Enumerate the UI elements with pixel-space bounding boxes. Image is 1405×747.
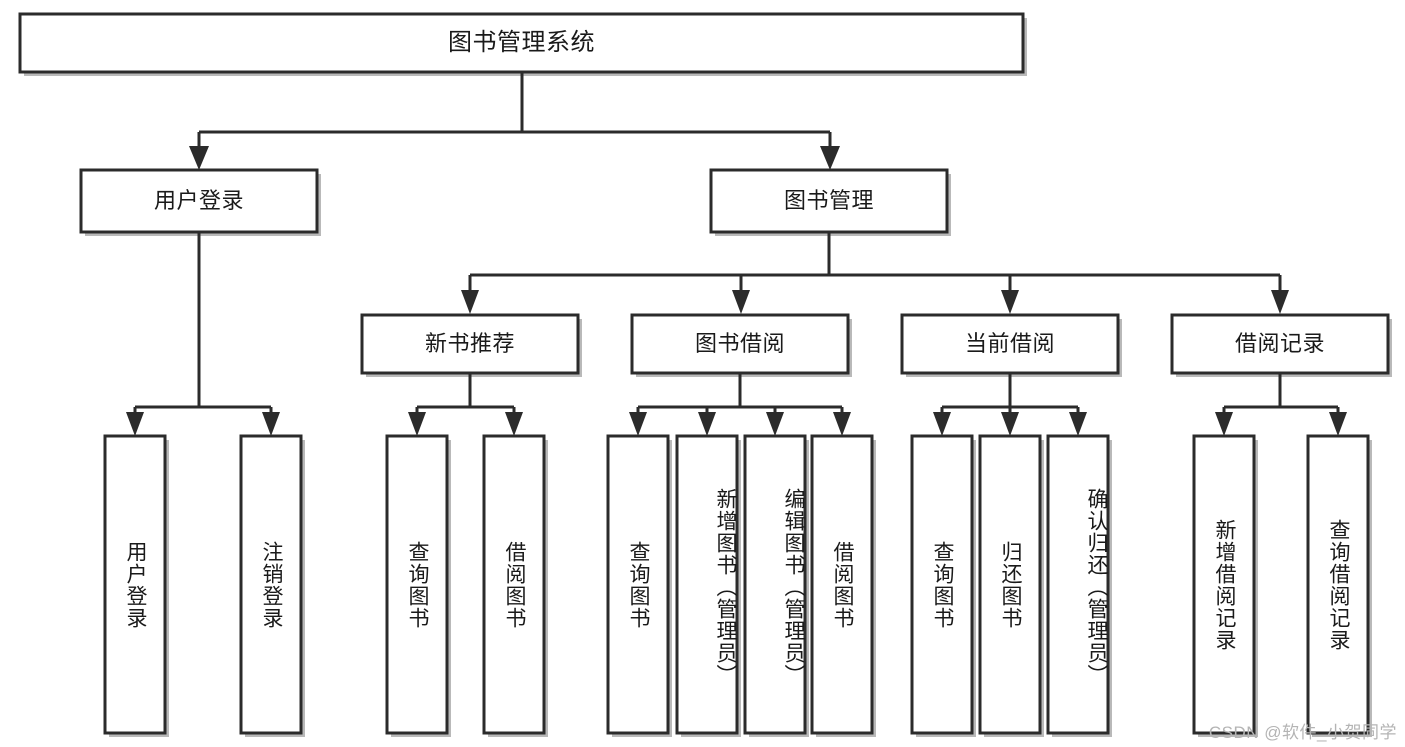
connector-current-borrow-to-leaves: [933, 373, 1087, 436]
node-leaf-box[interactable]: [978, 434, 1044, 737]
node-leaf-box[interactable]: [103, 434, 169, 737]
node-leaf-box[interactable]: [239, 434, 305, 737]
connector-book-management-to-level3: [461, 232, 1289, 314]
connector-borrow-record-to-leaves: [1215, 373, 1347, 436]
node-borrow-record-box[interactable]: [1170, 313, 1392, 377]
node-leaf-box[interactable]: [482, 434, 548, 737]
node-leaf-box[interactable]: [1306, 434, 1372, 737]
node-book-management-box[interactable]: [709, 168, 951, 236]
node-leaf-box[interactable]: [1046, 434, 1112, 737]
connector-book-borrow-to-leaves: [629, 373, 851, 436]
node-leaf-box[interactable]: [385, 434, 451, 737]
connector-user-login-to-leaves: [126, 232, 280, 436]
node-new-book-recommend-box[interactable]: [360, 313, 582, 377]
watermark-label: CSDN @软件_小贺同学: [1208, 723, 1397, 742]
node-current-borrow-box[interactable]: [900, 313, 1122, 377]
node-root-box[interactable]: [18, 12, 1027, 76]
node-user-login-box[interactable]: [79, 168, 321, 236]
node-leaf-box[interactable]: [606, 434, 672, 737]
node-leaf-box[interactable]: [810, 434, 876, 737]
node-leaf-box[interactable]: [910, 434, 976, 737]
node-leaf-box[interactable]: [1192, 434, 1258, 737]
connector-root-to-level2: [189, 72, 840, 170]
node-book-borrow-box[interactable]: [630, 313, 852, 377]
connector-new-book-recommend-to-leaves: [408, 373, 523, 436]
node-leaf-box[interactable]: [743, 434, 809, 737]
node-leaf-box[interactable]: [675, 434, 741, 737]
